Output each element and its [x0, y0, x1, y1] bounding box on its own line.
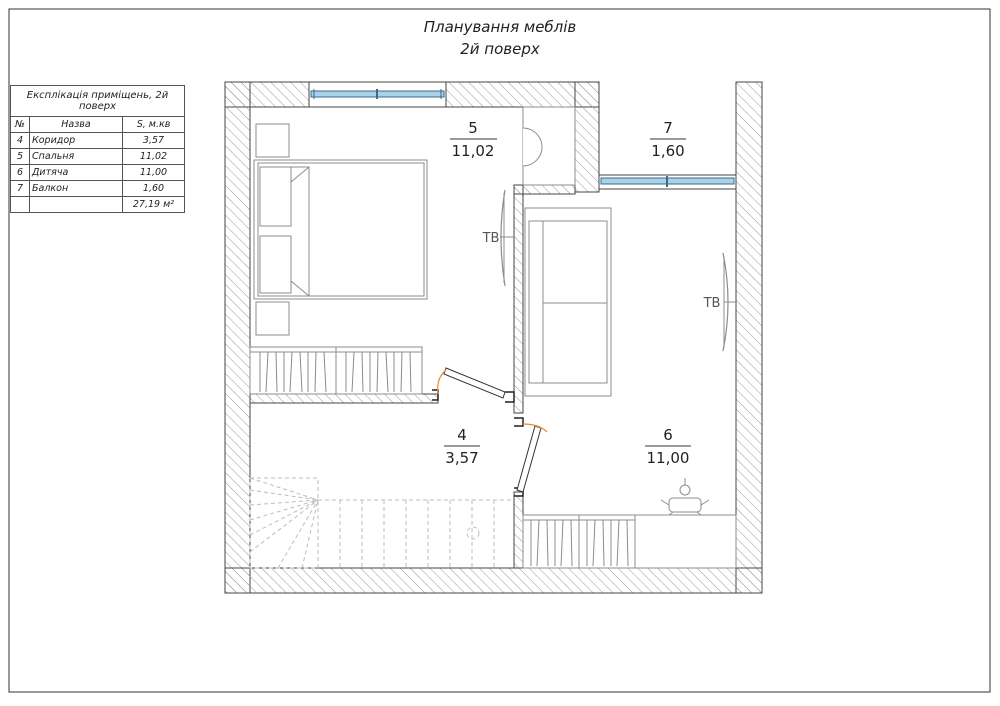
table-total-row: 27,19 м²: [10, 196, 185, 213]
row-num: 4: [10, 132, 30, 149]
outer-walls: [224, 81, 763, 594]
window-balcony: [598, 174, 737, 190]
total-blank-2: [29, 196, 123, 213]
wall-left: [224, 81, 251, 594]
double-bed: [253, 159, 428, 300]
sheet-border: [8, 8, 991, 693]
wardrobe-bedroom: [249, 346, 423, 395]
wall-bedroom-corridor: [249, 393, 439, 404]
tv-label-bedroom: ТВ: [482, 231, 500, 246]
nursery-furniture: [522, 207, 737, 569]
row-area: 3,57: [122, 132, 185, 149]
header-area: S, м.кв: [122, 116, 185, 133]
row-num: 6: [10, 164, 30, 181]
wall-corridor-nursery: [513, 491, 524, 569]
room-label-7: 7 1,60: [650, 119, 686, 160]
tv-label-nursery: ТВ: [703, 296, 721, 311]
room-label-4: 4 3,57: [444, 426, 480, 467]
header-num: №: [10, 116, 30, 133]
room-label-6: 6 11,00: [645, 426, 691, 467]
row-name: Спальня: [29, 148, 123, 165]
wall-bottom: [224, 567, 763, 594]
sheet-title: Планування меблів: [423, 18, 577, 36]
room-area-5: 11,02: [452, 142, 495, 160]
wall-balcony-divider: [574, 81, 600, 193]
explication-table: Експлікація приміщень, 2й поверх № Назва…: [10, 85, 185, 213]
row-num: 5: [10, 148, 30, 165]
tv-nursery: [722, 252, 736, 352]
bedroom-furniture: [249, 106, 576, 395]
row-area: 11,00: [122, 164, 185, 181]
room-label-5: 5 11,02: [450, 119, 497, 160]
nightstand-top: [255, 123, 290, 158]
window-bedroom: [308, 81, 447, 108]
row-name: Коридор: [29, 132, 123, 149]
staircase: [249, 477, 514, 569]
row-name: Балкон: [29, 180, 123, 197]
tv-bedroom: [500, 189, 514, 287]
room-area-6: 11,00: [647, 449, 690, 467]
wall-top-middle: [445, 81, 600, 108]
table-row: 7 Балкон 1,60: [10, 180, 185, 197]
room-area-7: 1,60: [651, 142, 684, 160]
room-number-6: 6: [663, 426, 673, 444]
door-bedroom: [437, 367, 506, 399]
header-name: Назва: [29, 116, 123, 133]
wardrobe-nursery: [522, 514, 636, 569]
wall-right: [735, 81, 763, 594]
wall-bedroom-nursery: [513, 184, 524, 414]
room-area-4: 3,57: [445, 449, 478, 467]
desk: [634, 514, 737, 569]
sheet-subtitle: 2й поверх: [460, 40, 540, 58]
desk-chair: [660, 478, 710, 516]
row-area: 11,02: [122, 148, 185, 165]
row-name: Дитяча: [29, 164, 123, 181]
total-blank-1: [10, 196, 30, 213]
total-area: 27,19 м²: [122, 196, 185, 213]
table-row: 5 Спальня 11,02: [10, 148, 185, 165]
door-jambs: [432, 389, 524, 497]
explication-caption: Експлікація приміщень, 2й поверх: [10, 85, 185, 117]
inner-walls: [249, 184, 576, 569]
corner-column: [522, 106, 576, 186]
room-number-4: 4: [457, 426, 467, 444]
table-row: 4 Коридор 3,57: [10, 132, 185, 149]
table-row: 6 Дитяча 11,00: [10, 164, 185, 181]
row-area: 1,60: [122, 180, 185, 197]
row-num: 7: [10, 180, 30, 197]
room-number-7: 7: [663, 119, 673, 137]
nightstand-bottom: [255, 301, 290, 336]
sofa: [524, 207, 612, 397]
door-nursery: [516, 423, 548, 493]
room-number-5: 5: [468, 119, 478, 137]
